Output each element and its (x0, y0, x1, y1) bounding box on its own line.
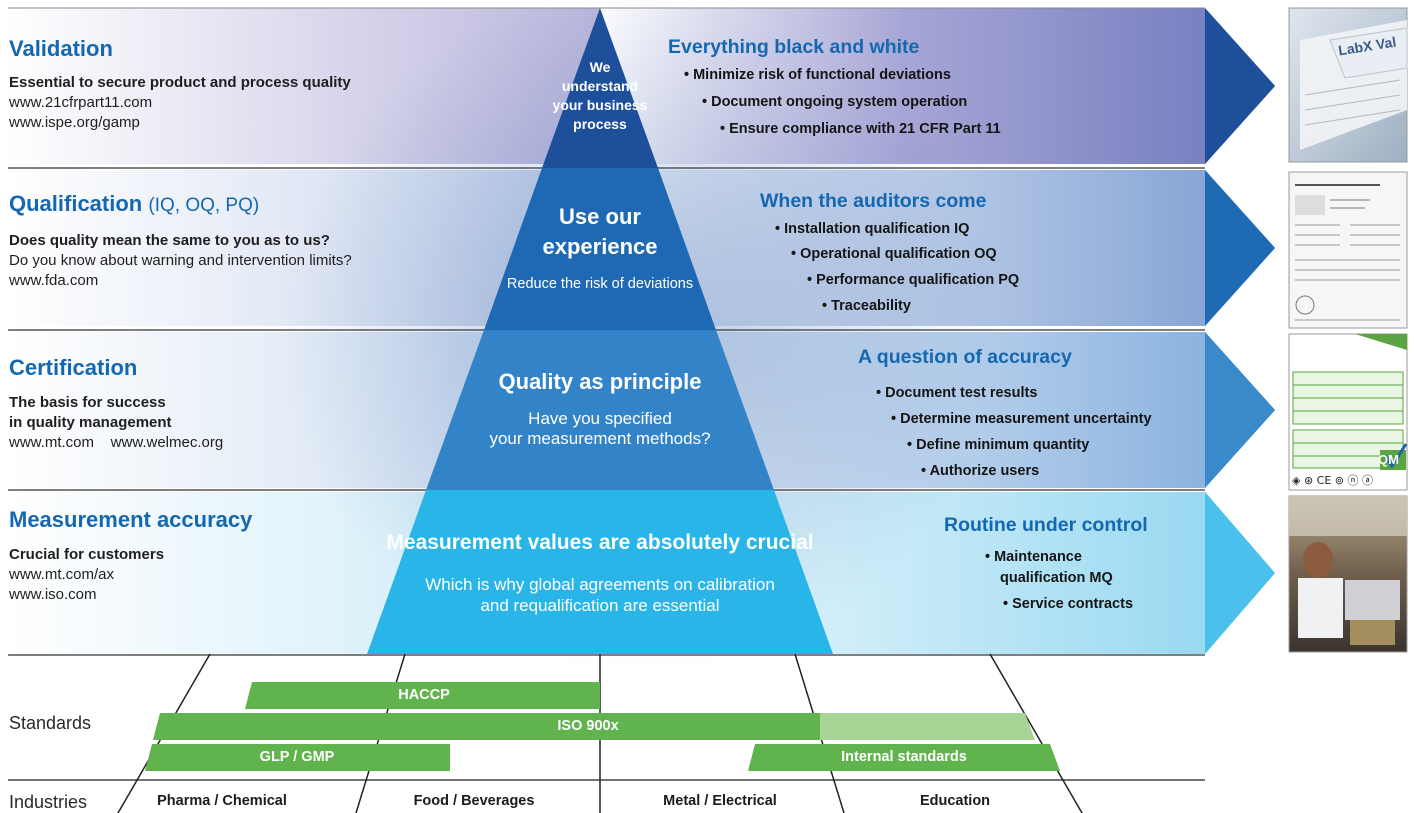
band-subtitle-validation: Essential to secure product and process … (9, 74, 351, 91)
right-heading-certification: A question of accuracy (858, 346, 1072, 368)
bullet-item: qualification MQ (1000, 570, 1113, 586)
band-title-qualification: Qualification (IQ, OQ, PQ) (9, 191, 259, 219)
bar-label-haccp: HACCP (398, 687, 450, 703)
bullet-item: • Service contracts (1003, 596, 1134, 612)
industry-metal-electrical: Metal / Electrical (663, 793, 777, 809)
link-iso[interactable]: www.iso.com (9, 586, 97, 603)
bullet-item: • Performance qualification PQ (807, 272, 1020, 288)
pyramid-line: your business (552, 97, 648, 113)
link-mt-ax[interactable]: www.mt.com/ax (9, 566, 115, 583)
bar-label-internal-standards: Internal standards (841, 749, 967, 765)
band-title-certification: Certification (9, 355, 138, 380)
pyramid-line: understand (561, 78, 639, 94)
bar-internal-standards (748, 744, 1060, 771)
band-subtitle-qualification: Does quality mean the same to you as to … (9, 232, 330, 249)
right-heading-validation: Everything black and white (668, 36, 920, 58)
pyramid-line: Use our (559, 204, 641, 229)
pyramid-line: experience (542, 234, 658, 259)
industries-label: Industries (9, 792, 88, 812)
bullet-item: • Installation qualification IQ (775, 221, 970, 237)
right-heading-qualification: When the auditors come (760, 190, 987, 212)
pyramid-tier-4-heading: Measurement values are absolutely crucia… (386, 531, 814, 554)
bar-label-iso-900x: ISO 900x (557, 718, 619, 734)
pyramid-tier-1 (542, 8, 658, 168)
industry-education: Education (919, 793, 991, 809)
bar-label-glp-gmp: GLP / GMP (259, 749, 335, 765)
link-fda[interactable]: www.fda.com (9, 272, 99, 289)
pyramid-tier-2 (484, 168, 716, 330)
link-mt-welmec[interactable]: www.mt.com www.welmec.org (9, 434, 224, 451)
pyramid-line: and requalification are essential (480, 596, 720, 615)
band-title-measurement-accuracy: Measurement accuracy (9, 507, 253, 532)
band-title-qualification-suffix: (IQ, OQ, PQ) (148, 195, 260, 216)
right-heading-routine: Routine under control (944, 514, 1148, 536)
svg-text:◈ ⊛ CE ⊚ ⓝ ⓐ: ◈ ⊛ CE ⊚ ⓝ ⓐ (1292, 474, 1373, 487)
pyramid-tier-4 (367, 490, 833, 654)
bar-iso-900x-extension (820, 713, 1035, 740)
pyramid-line: Which is why global agreements on calibr… (425, 575, 775, 594)
bar-iso-900x (153, 713, 820, 740)
band-subtitle-certification-2: in quality management (9, 414, 172, 431)
pyramid-tier-4-sub: Which is why global agreements on calibr… (300, 574, 900, 616)
link-ispe-gamp[interactable]: www.ispe.org/gamp (9, 114, 140, 131)
band-subtitle-certification-1: The basis for success (9, 394, 166, 411)
bar-glp-gmp (145, 744, 450, 771)
thumbnail-certificate (1288, 171, 1408, 329)
thumbnail-calibration-certificate: ◈ ⊛ CE ⊚ ⓝ ⓐ (1288, 333, 1408, 491)
industry-food-beverages: Food / Beverages (413, 793, 535, 809)
industry-pharma-chemical: Pharma / Chemical (157, 793, 287, 809)
thumbnail-technician-photo (1288, 495, 1408, 653)
pyramid-tier-1-text: We understand your business process (540, 58, 660, 134)
bullet-item: • Traceability (822, 298, 911, 314)
bullet-item: • Maintenance (985, 549, 1082, 565)
pyramid-tier-2-sub: Reduce the risk of deviations (506, 276, 694, 292)
band-text-warning-limits: Do you know about warning and interventi… (9, 252, 352, 269)
bullet-item: • Minimize risk of functional deviations (684, 67, 951, 83)
pyramid-tier-3-heading: Quality as principle (498, 369, 702, 394)
link-21cfrpart11[interactable]: www.21cfrpart11.com (9, 94, 153, 111)
pyramid-line: process (573, 116, 627, 132)
band-title-qualification-text: Qualification (9, 191, 143, 216)
bullet-item: • Define minimum quantity (907, 437, 1090, 453)
bullet-item: • Document ongoing system operation (702, 94, 968, 110)
pyramid-tier-3 (426, 330, 774, 490)
thumbnail-labx (1288, 7, 1408, 163)
pyramid-line: We (589, 59, 611, 75)
bar-haccp (245, 682, 600, 709)
pyramid-line: your measurement methods? (489, 429, 711, 448)
thumbnail-qm-badge: QM (1378, 452, 1399, 467)
bullet-item: • Ensure compliance with 21 CFR Part 11 (720, 121, 1001, 137)
bullet-item: • Determine measurement uncertainty (891, 411, 1152, 427)
pyramid-line: Have you specified (528, 409, 672, 428)
standards-label: Standards (9, 713, 92, 733)
band-title-validation: Validation (9, 36, 113, 61)
bullet-item: • Document test results (876, 385, 1038, 401)
bullet-item: • Operational qualification OQ (791, 246, 997, 262)
pyramid-tier-3-sub: Have you specified your measurement meth… (420, 409, 780, 449)
bullet-item: • Authorize users (921, 463, 1040, 479)
pyramid-tier-2-heading: Use our experience (480, 202, 720, 262)
band-subtitle-measurement: Crucial for customers (9, 546, 165, 563)
